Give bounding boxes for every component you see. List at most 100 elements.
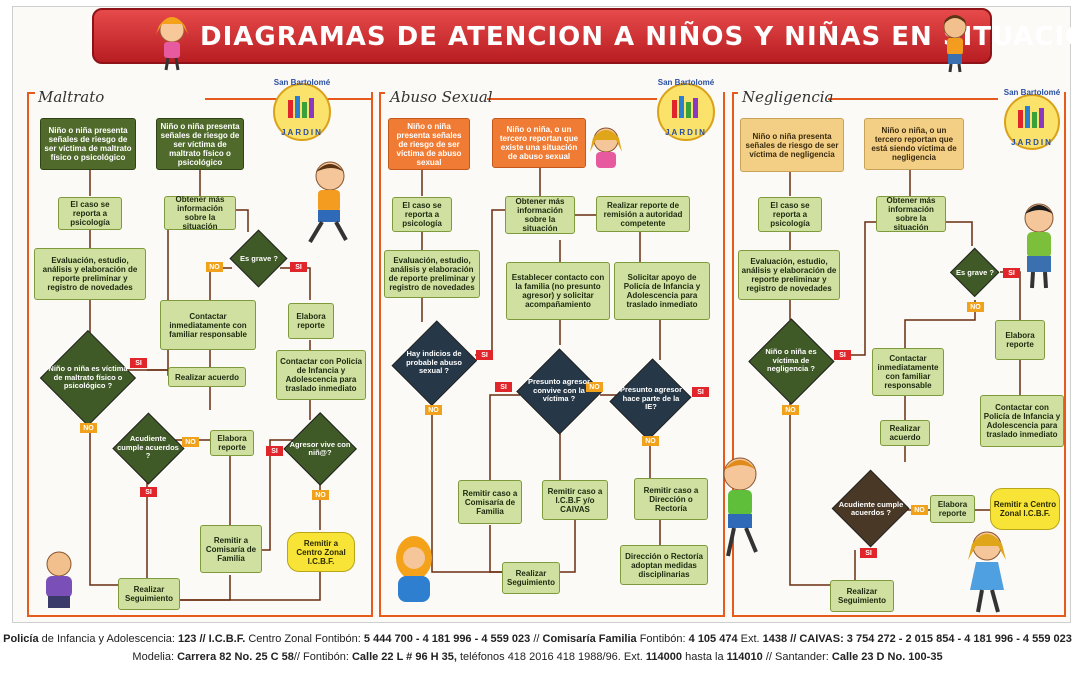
abuso-icbf: Remitir caso a I.C.B.F y/o CAIVAS xyxy=(542,480,608,520)
footer-text: Policía xyxy=(3,633,39,645)
footer-text: teléfonos 418 2016 418 1988/96. Ext. xyxy=(456,651,646,663)
abuso-obtener: Obtener más información sobre la situaci… xyxy=(505,196,575,234)
footer-text: Calle 23 D No. 100-35 xyxy=(831,651,943,663)
negligencia-seguimiento: Realizar Seguimiento xyxy=(830,580,894,612)
no-label: NO xyxy=(586,382,603,392)
footer-text: 114010 xyxy=(726,651,763,663)
no-label: NO xyxy=(967,302,984,312)
abuso-medidas: Dirección o Rectoría adoptan medidas dis… xyxy=(620,545,708,585)
footer-text: Modelia: xyxy=(132,651,178,663)
no-label: NO xyxy=(782,405,799,415)
abuso-convive-decision: Presunto agresor convive con la víctima … xyxy=(516,348,602,434)
footer-text: Ext. xyxy=(737,633,763,645)
negligencia-acudiente-decision: Acudiente cumple acuerdos ? xyxy=(832,470,910,548)
decision-label: Presunto agresor hace parte de la IE? xyxy=(619,385,683,412)
divider xyxy=(487,98,657,100)
abuso-start-a: Niño o niña presenta señales de riesgo d… xyxy=(388,118,470,170)
no-label: NO xyxy=(642,436,659,446)
abuso-apoyo-policia: Solicitar apoyo de Policía de Infancia y… xyxy=(614,262,710,320)
footer-text: Fontibón: xyxy=(636,633,689,645)
divider xyxy=(379,92,385,94)
maltrato-panel xyxy=(27,92,373,617)
footer-text: 123 // I.C.B.F. xyxy=(178,633,246,645)
negligencia-elabora-a: Elabora reporte xyxy=(995,320,1045,360)
cartoon-crying-girl-icon xyxy=(590,127,622,168)
school-logo: San Bartolomé JARDIN xyxy=(652,74,720,144)
yes-label: SI xyxy=(692,387,709,397)
no-label: NO xyxy=(911,505,928,515)
yes-label: SI xyxy=(290,262,307,272)
maltrato-evaluacion: Evaluación, estudio, análisis y elaborac… xyxy=(34,248,146,300)
cartoon-girl-happy-icon xyxy=(968,531,1006,613)
title-banner xyxy=(92,8,992,64)
footer-text: Comisaría Familia xyxy=(542,633,637,645)
logo-top-text: San Bartolomé xyxy=(657,78,715,87)
maltrato-elabora-a: Elabora reporte xyxy=(288,303,334,339)
yes-label: SI xyxy=(476,350,493,360)
negligencia-acuerdo: Realizar acuerdo xyxy=(880,420,930,446)
divider xyxy=(732,92,738,94)
maltrato-acudiente-decision: Acudiente cumple acuerdos ? xyxy=(112,412,184,484)
maltrato-acuerdo: Realizar acuerdo xyxy=(168,367,246,387)
footer-text: Carrera 82 No. 25 C 58 xyxy=(177,651,294,663)
abuso-contacto-familia: Establecer contacto con la familia (no p… xyxy=(506,262,610,320)
no-label: NO xyxy=(80,423,97,433)
footer-text: // xyxy=(530,633,543,645)
cartoon-sad-boy-icon xyxy=(46,551,72,608)
yes-label: SI xyxy=(860,548,877,558)
no-label: NO xyxy=(425,405,442,415)
negligencia-psicologia: El caso se reporta a psicología xyxy=(758,197,822,232)
negligencia-victima-decision: Niño o niña es víctima de negligencia ? xyxy=(748,318,834,404)
cartoon-girl-icon xyxy=(156,17,188,71)
cartoon-boy-running-icon xyxy=(308,161,348,244)
maltrato-comisaria: Remitir a Comisaría de Familia xyxy=(200,525,262,573)
cartoon-boy-icon xyxy=(943,15,967,73)
maltrato-contactar-policia: Contactar con Policía de Infancia y Adol… xyxy=(276,350,366,400)
footer-text: Centro Zonal Fontibón: xyxy=(245,633,364,645)
yes-label: SI xyxy=(834,350,851,360)
maltrato-obtener: Obtener más información sobre la situaci… xyxy=(164,195,236,231)
abuso-comisaria: Remitir caso a Comisaría de Familia xyxy=(458,480,522,524)
maltrato-start-b: Niño o niña presenta señales de riesgo d… xyxy=(156,118,244,170)
decision-label: Acudiente cumple acuerdos ? xyxy=(117,434,179,461)
decision-label: Agresor vive con niñ@? xyxy=(289,439,351,457)
maltrato-elabora-b: Elabora reporte xyxy=(210,430,254,456)
footer-text: 5 444 700 - 4 181 996 - 4 559 023 xyxy=(363,633,531,645)
abuso-start-b: Niño o niña, o un tercero reportan que e… xyxy=(492,118,586,168)
footer-addresses: Modelia: Carrera 82 No. 25 C 58// Fontib… xyxy=(0,651,1075,663)
decision-label: Es grave ? xyxy=(240,253,278,263)
decision-label: Presunto agresor convive con la víctima … xyxy=(527,377,591,404)
decision-label: Acudiente cumple acuerdos ? xyxy=(838,499,904,517)
negligencia-evaluacion: Evaluación, estudio, análisis y elaborac… xyxy=(738,250,840,300)
abuso-hace-parte-decision: Presunto agresor hace parte de la IE? xyxy=(612,356,690,442)
negligencia-contactar-policia: Contactar con Policía de Infancia y Adol… xyxy=(980,395,1064,447)
maltrato-agresor-decision: Agresor vive con niñ@? xyxy=(283,412,357,486)
maltrato-icbf: Remitir a Centro Zonal I.C.B.F. xyxy=(287,532,355,572)
school-logo: San Bartolomé JARDIN xyxy=(1000,84,1064,154)
logo-bottom-text: JARDIN xyxy=(665,128,707,137)
footer-text: // Santander: xyxy=(762,651,832,663)
negligencia-obtener: Obtener más información sobre la situaci… xyxy=(876,196,946,232)
yes-label: SI xyxy=(1003,268,1020,278)
abuso-panel xyxy=(379,92,725,617)
footer-text: // Fontibón: xyxy=(293,651,352,663)
cartoon-boy-standing-icon xyxy=(1024,203,1054,289)
decision-label: Niño o niña es víctima de negligencia ? xyxy=(765,347,817,374)
negligencia-elabora-b: Elabora reporte xyxy=(930,495,975,523)
yes-label: SI xyxy=(130,358,147,368)
abuso-psicologia: El caso se reporta a psicología xyxy=(392,197,452,232)
school-logo: San Bartolomé JARDIN xyxy=(268,74,336,144)
abuso-evaluacion: Evaluación, estudio, análisis y elaborac… xyxy=(384,250,480,298)
logo-bottom-text: JARDIN xyxy=(1011,138,1053,147)
abuso-indicios-decision: Hay indicios de probable abuso sexual ? xyxy=(394,318,474,408)
negligencia-icbf: Remitir a Centro Zonal I.C.B.F. xyxy=(990,488,1060,530)
logo-top-text: San Bartolomé xyxy=(1003,88,1061,97)
footer-text: Calle 22 L # 96 H 35, xyxy=(351,651,457,663)
negligencia-start-b: Niño o niña, o un tercero reportan que e… xyxy=(864,118,964,170)
maltrato-start-a: Niño o niña presenta señales de riesgo d… xyxy=(40,118,136,170)
negligencia-contactar-familiar: Contactar inmediatamente con familiar re… xyxy=(872,348,944,396)
negligencia-title: Negligencia xyxy=(742,88,834,106)
decision-label: Niño o niña es víctima de maltrato físic… xyxy=(48,364,128,391)
footer-text: 114000 xyxy=(645,651,683,663)
logo-bottom-text: JARDIN xyxy=(281,128,323,137)
